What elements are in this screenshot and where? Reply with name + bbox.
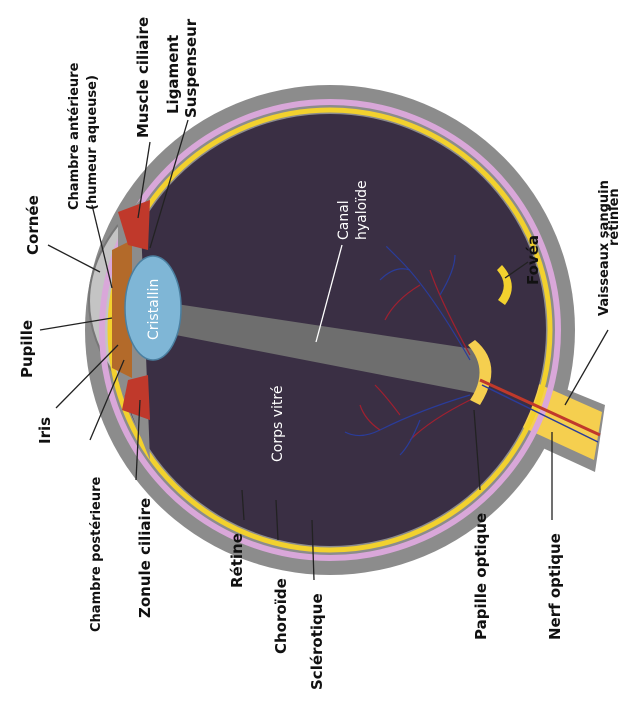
label-choroide: Choroïde xyxy=(272,578,290,654)
label-canal-1: Canal xyxy=(336,200,352,240)
label-chambre-posterieure: Chambre postérieure xyxy=(89,476,104,632)
label-vaisseaux-2: rétinien xyxy=(607,188,621,246)
label-pupille: Pupille xyxy=(18,320,36,378)
label-chambre-anterieure-2: (humeur aqueuse) xyxy=(85,75,100,210)
label-zonule: Zonule ciliaire xyxy=(136,498,154,618)
label-cornee: Cornée xyxy=(24,195,42,255)
label-chambre-anterieure-1: Chambre antérieure xyxy=(67,62,82,210)
label-canal-2: hyaloïde xyxy=(354,180,370,240)
label-corps-vitre: Corps vitré xyxy=(270,386,286,462)
label-muscle-ciliaire: Muscle ciliaire xyxy=(134,17,152,138)
label-ligament-2: Suspenseur xyxy=(182,18,200,118)
label-cristallin: Cristallin xyxy=(146,279,162,340)
label-retine: Rétine xyxy=(228,533,246,588)
label-papille: Papille optique xyxy=(472,513,490,640)
label-sclerotique: Sclérotique xyxy=(308,593,326,690)
label-ligament-1: Ligament xyxy=(164,35,182,114)
label-fovea: Fovéa xyxy=(524,235,542,285)
leader-cornee xyxy=(48,245,100,272)
label-iris: Iris xyxy=(36,417,54,444)
label-nerf: Nerf optique xyxy=(546,533,564,640)
